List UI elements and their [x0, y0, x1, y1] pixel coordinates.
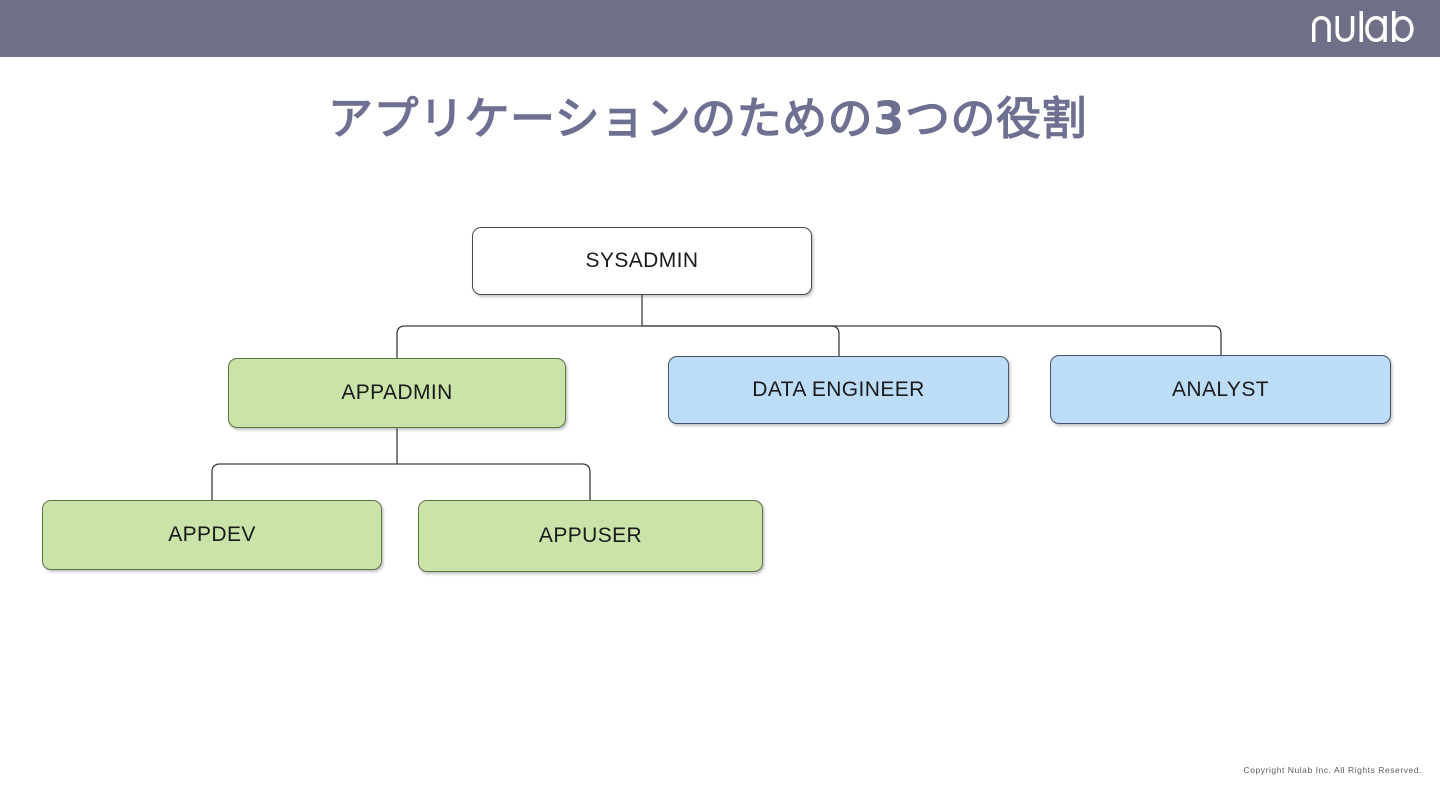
edge-appadmin-appuser	[397, 463, 591, 500]
page-title: アプリケーションのための3つの役割	[328, 92, 1087, 145]
node-analyst-label: ANALYST	[1172, 377, 1269, 401]
node-appadmin-label: APPADMIN	[341, 381, 453, 404]
header-bar	[0, 0, 1440, 57]
nulab-wordmark-icon	[1312, 11, 1414, 42]
node-data-engineer-label: DATA ENGINEER	[752, 378, 925, 401]
node-sysadmin-label: SYSADMIN	[585, 249, 699, 272]
edge-sysadmin-analyst	[642, 325, 1222, 355]
edge-sysadmin-data-engineer	[642, 325, 840, 356]
node-data-engineer[interactable]: DATA ENGINEER	[668, 356, 1009, 424]
node-appdev[interactable]: APPDEV	[42, 500, 382, 570]
node-appadmin[interactable]: APPADMIN	[228, 358, 566, 428]
edge-sysadmin-appadmin	[396, 325, 642, 358]
node-sysadmin[interactable]: SYSADMIN	[472, 227, 812, 295]
node-appuser[interactable]: APPUSER	[418, 500, 763, 572]
node-appuser-label: APPUSER	[538, 524, 643, 547]
node-analyst[interactable]: ANALYST	[1050, 355, 1391, 424]
footer-copyright: Copyright Nulab Inc. All Rights Reserved…	[1243, 765, 1422, 775]
edge-appadmin-appdev	[211, 463, 397, 500]
nulab-logo	[1310, 4, 1418, 52]
node-appdev-label: APPDEV	[168, 523, 256, 546]
